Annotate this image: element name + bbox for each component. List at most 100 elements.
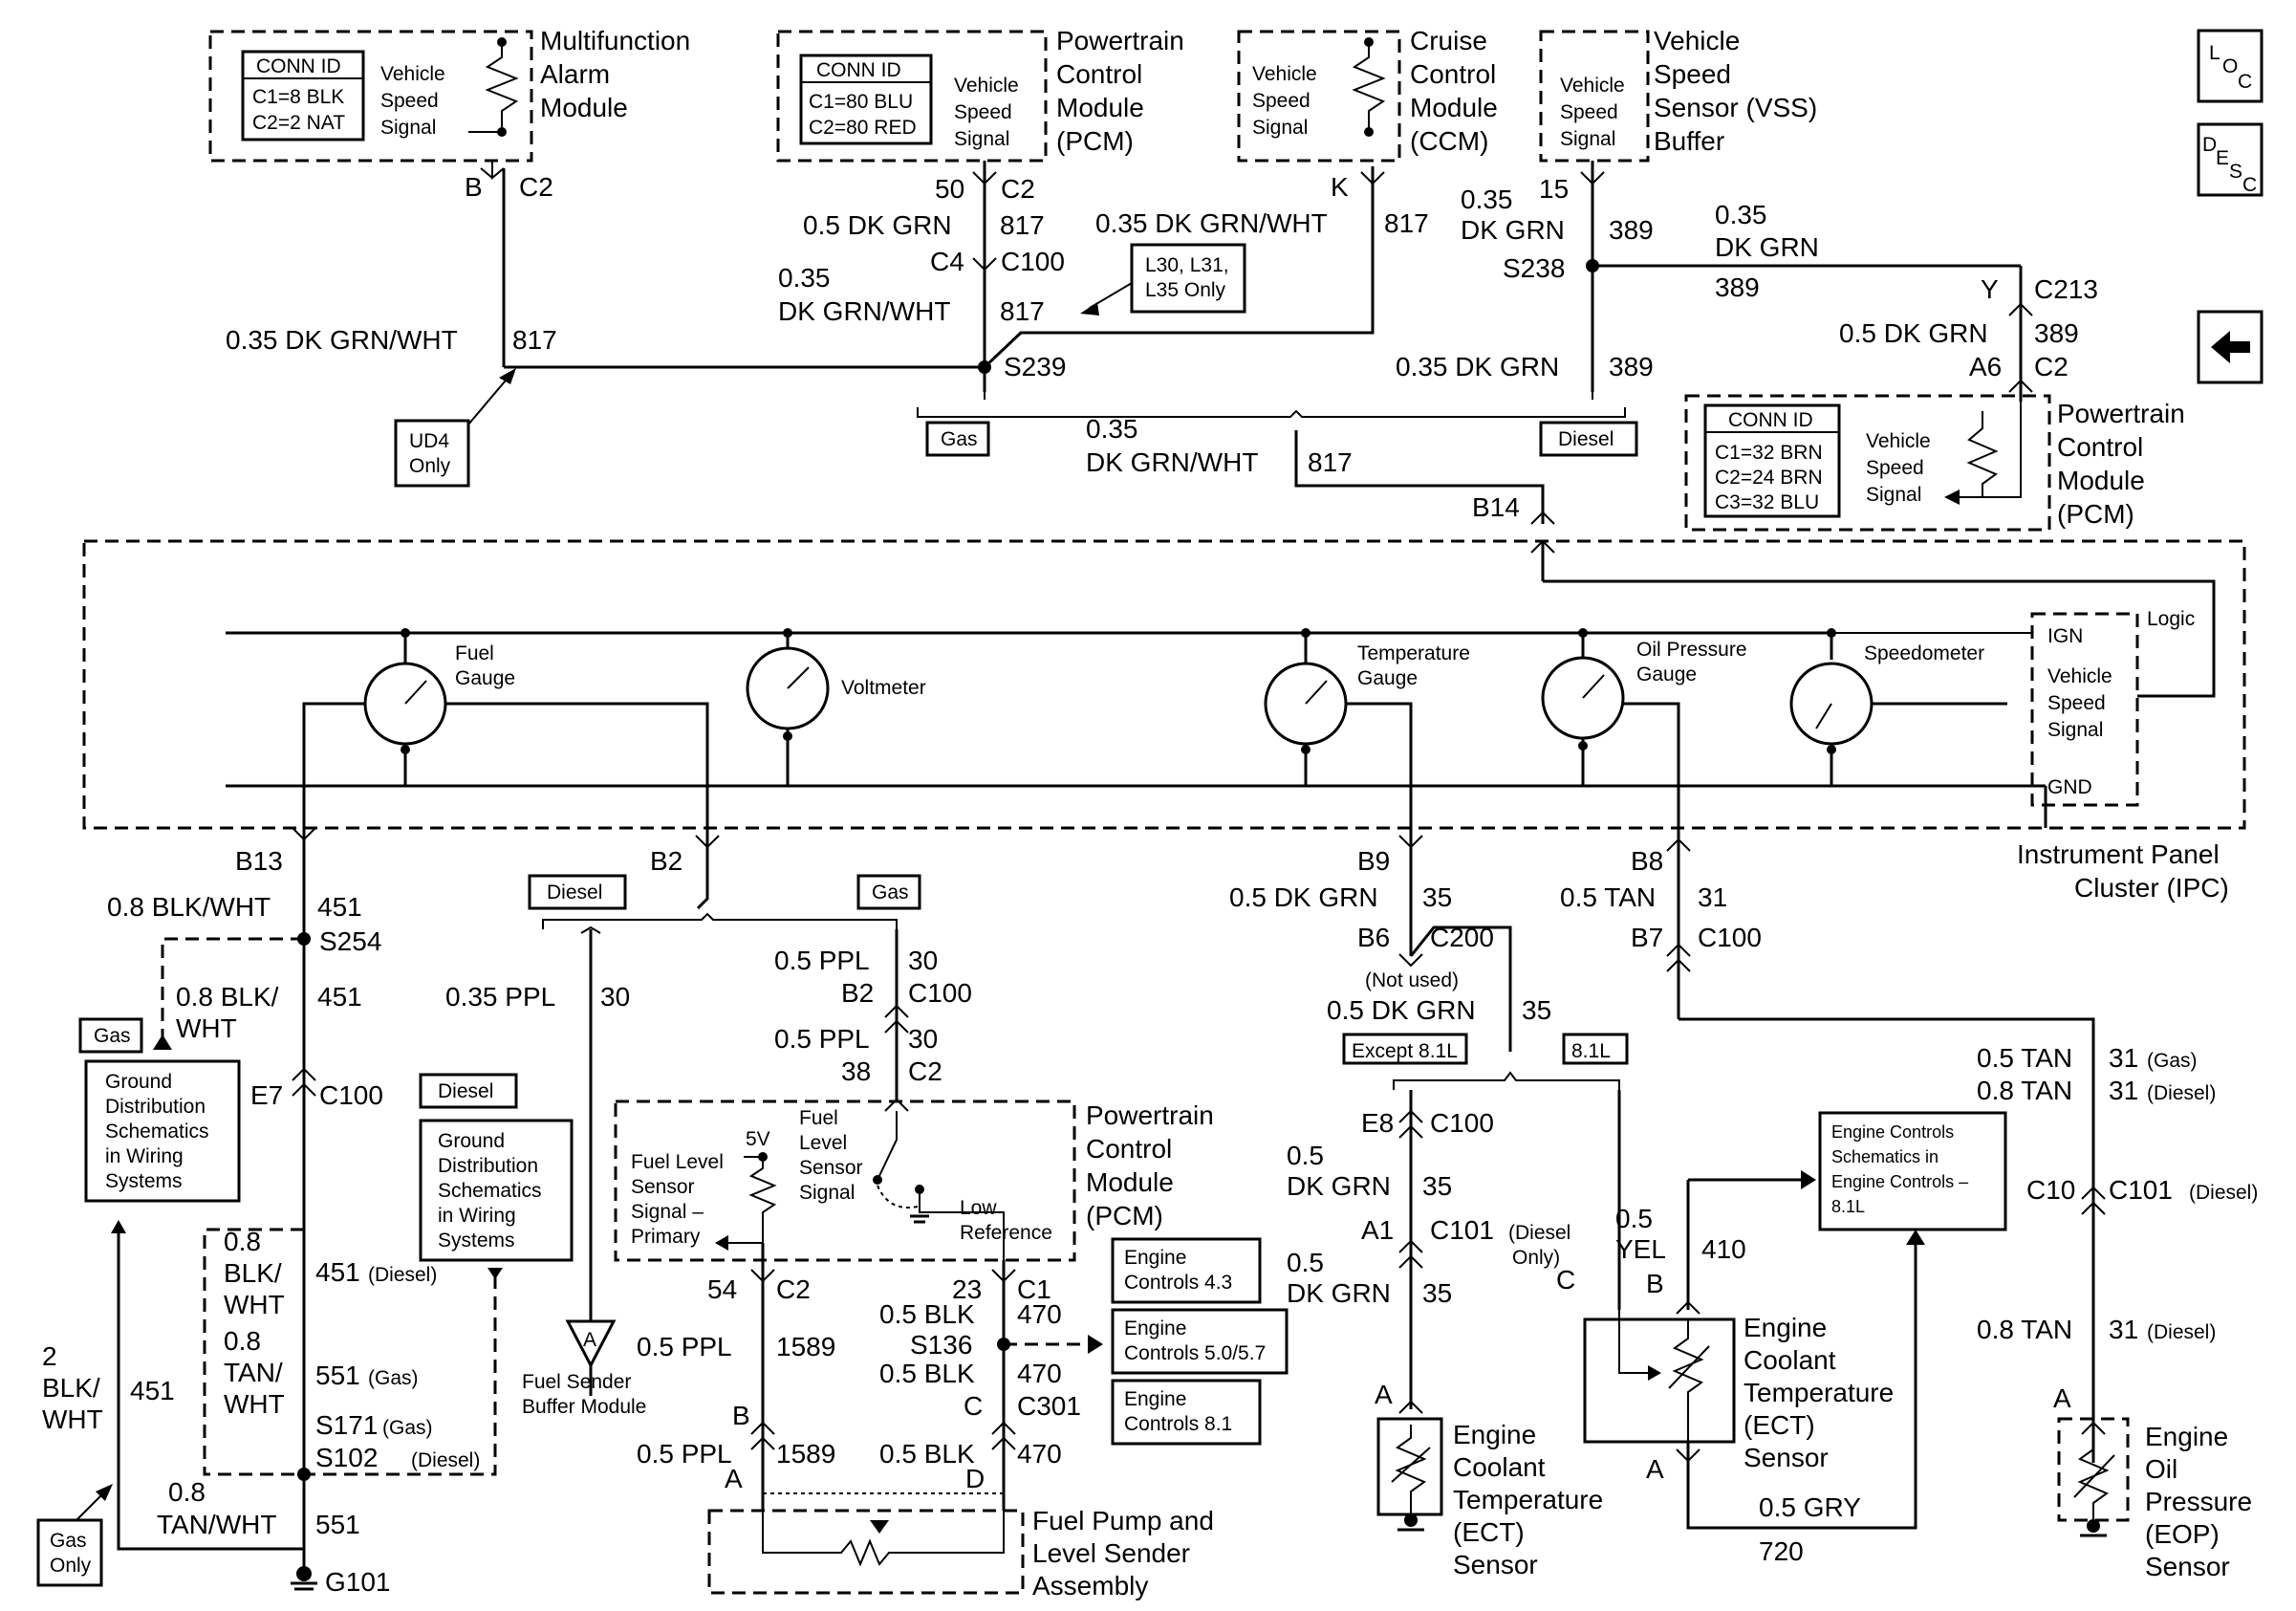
svg-text:817: 817 — [1000, 210, 1045, 240]
svg-text:Oil: Oil — [2145, 1454, 2177, 1484]
svg-text:Except 8.1L: Except 8.1L — [1352, 1040, 1458, 1062]
svg-text:0.5 BLK: 0.5 BLK — [879, 1439, 975, 1469]
svg-text:Schematics: Schematics — [438, 1180, 542, 1202]
gas-tag — [925, 421, 990, 457]
l30-note — [1130, 243, 1246, 314]
gas-only-note — [36, 1518, 103, 1587]
svg-text:B14: B14 — [1472, 492, 1520, 522]
svg-text:8.1L: 8.1L — [1831, 1197, 1865, 1216]
svg-text:Buffer Module: Buffer Module — [522, 1396, 646, 1418]
svg-text:Powertrain: Powertrain — [2057, 399, 2185, 428]
svg-text:35: 35 — [1422, 1278, 1452, 1308]
ipc-cluster: Instrument Panel Cluster (IPC) Fuel Gaug… — [82, 539, 2246, 903]
svg-text:S136: S136 — [910, 1330, 972, 1360]
svg-text:CONN ID: CONN ID — [1728, 409, 1813, 431]
svg-text:D: D — [2202, 134, 2217, 156]
svg-text:C: C — [1556, 1265, 1575, 1295]
svg-text:Level: Level — [799, 1132, 847, 1154]
svg-text:Engine Controls –: Engine Controls – — [1831, 1172, 1968, 1191]
svg-text:Engine: Engine — [1124, 1317, 1186, 1339]
svg-text:Signal –: Signal – — [631, 1201, 704, 1223]
svg-text:451: 451 — [317, 892, 362, 922]
mam-module: CONN ID C1=8 BLK C2=2 NAT Vehicle Speed … — [208, 26, 690, 163]
svg-text:Fuel Level: Fuel Level — [631, 1151, 724, 1173]
loc-button[interactable]: L O C — [2197, 29, 2264, 103]
svg-text:DK GRN/WHT: DK GRN/WHT — [778, 296, 950, 326]
svg-text:35: 35 — [1522, 995, 1551, 1025]
svg-text:A: A — [725, 1464, 743, 1493]
svg-text:0.35 DK GRN: 0.35 DK GRN — [1396, 352, 1559, 381]
svg-text:Control: Control — [2057, 432, 2143, 462]
fuel-sender-buffer-icon — [565, 1319, 617, 1369]
svg-text:15: 15 — [1539, 174, 1569, 204]
svg-text:D: D — [965, 1464, 985, 1493]
ect-sensor-81-icon — [1583, 1317, 1736, 1444]
svg-text:S: S — [2229, 161, 2242, 183]
svg-text:Pressure: Pressure — [2145, 1487, 2252, 1516]
svg-text:Distribution: Distribution — [105, 1096, 206, 1118]
svg-text:0.8 BLK/WHT: 0.8 BLK/WHT — [107, 892, 271, 922]
svg-text:C: C — [2238, 71, 2252, 93]
svg-text:C100: C100 — [1001, 247, 1065, 276]
svg-text:817: 817 — [1384, 208, 1429, 238]
svg-text:Only: Only — [409, 455, 451, 477]
fuel-level-circuit: B2 Diesel Gas 0.35 PPL 30 A Fuel Sender … — [445, 828, 1289, 1600]
svg-text:Low: Low — [960, 1197, 997, 1219]
svg-text:Temperature: Temperature — [1453, 1485, 1603, 1514]
svg-text:Coolant: Coolant — [1744, 1345, 1836, 1375]
conn-c1: C1=8 BLK — [252, 86, 344, 108]
svg-text:Speed: Speed — [1654, 59, 1731, 89]
svg-text:8.1L: 8.1L — [1571, 1040, 1611, 1062]
svg-text:35: 35 — [1422, 1171, 1452, 1201]
svg-text:(Gas): (Gas) — [368, 1367, 419, 1389]
svg-text:Gauge: Gauge — [1636, 664, 1697, 686]
svg-text:Powertrain: Powertrain — [1086, 1100, 1214, 1130]
svg-text:DK GRN: DK GRN — [1287, 1278, 1391, 1308]
svg-text:31: 31 — [2109, 1076, 2138, 1105]
svg-text:B7: B7 — [1631, 923, 1663, 952]
svg-text:in Wiring: in Wiring — [105, 1145, 184, 1167]
svg-text:0.8 BLK/: 0.8 BLK/ — [176, 982, 279, 1012]
svg-text:DK GRN: DK GRN — [1461, 215, 1565, 245]
svg-text:Engine: Engine — [2145, 1422, 2228, 1451]
svg-text:(Diesel): (Diesel) — [411, 1449, 480, 1471]
svg-text:E: E — [2216, 147, 2229, 169]
svg-text:0.5 TAN: 0.5 TAN — [1977, 1043, 2072, 1073]
svg-text:C3=32 BLU: C3=32 BLU — [1715, 491, 1819, 513]
svg-text:1589: 1589 — [776, 1332, 835, 1361]
svg-text:C2=24 BRN: C2=24 BRN — [1715, 467, 1823, 489]
svg-text:Controls 5.0/5.7: Controls 5.0/5.7 — [1124, 1342, 1266, 1364]
temperature-circuit: B9 0.5 DK GRN 35 B6 C200 (Not used) 0.5 … — [1229, 828, 2007, 1579]
svg-text:0.35 DK GRN/WHT: 0.35 DK GRN/WHT — [1095, 208, 1328, 238]
svg-text:S238: S238 — [1503, 253, 1565, 283]
svg-text:0.5 BLK: 0.5 BLK — [879, 1359, 975, 1388]
svg-text:Module: Module — [540, 93, 628, 122]
svg-text:Signal: Signal — [380, 117, 436, 139]
svg-text:817: 817 — [1000, 296, 1045, 326]
svg-text:(Diesel): (Diesel) — [2147, 1082, 2216, 1104]
svg-text:1589: 1589 — [776, 1439, 835, 1469]
svg-text:K: K — [1331, 172, 1349, 202]
mam-title: Multifunction — [540, 26, 690, 55]
svg-text:451: 451 — [130, 1376, 175, 1405]
svg-text:Engine: Engine — [1124, 1247, 1186, 1269]
svg-text:WHT: WHT — [224, 1290, 285, 1319]
pcm-title: Powertrain — [1056, 26, 1184, 55]
ground-icon — [291, 1566, 317, 1591]
svg-text:B13: B13 — [235, 846, 283, 876]
svg-text:0.5 DK GRN: 0.5 DK GRN — [803, 210, 952, 240]
svg-text:Ground: Ground — [438, 1130, 505, 1152]
svg-text:0.5 PPL: 0.5 PPL — [774, 946, 870, 975]
svg-text:L: L — [2209, 42, 2220, 64]
svg-text:TAN/: TAN/ — [224, 1358, 283, 1387]
svg-text:Speed: Speed — [954, 101, 1012, 123]
svg-text:(PCM): (PCM) — [1056, 126, 1134, 156]
svg-text:30: 30 — [600, 982, 630, 1012]
oil-pressure-circuit: B8 0.5 TAN 31 B7 C100 0.5 TAN 31 (Gas) 0… — [1560, 828, 2258, 1581]
svg-text:B: B — [465, 172, 483, 202]
svg-text:GND: GND — [2047, 776, 2092, 798]
svg-text:Only): Only) — [1512, 1247, 1560, 1269]
back-button[interactable] — [2197, 310, 2264, 384]
desc-button[interactable]: D E S C — [2197, 122, 2264, 197]
svg-text:Voltmeter: Voltmeter — [841, 677, 926, 699]
